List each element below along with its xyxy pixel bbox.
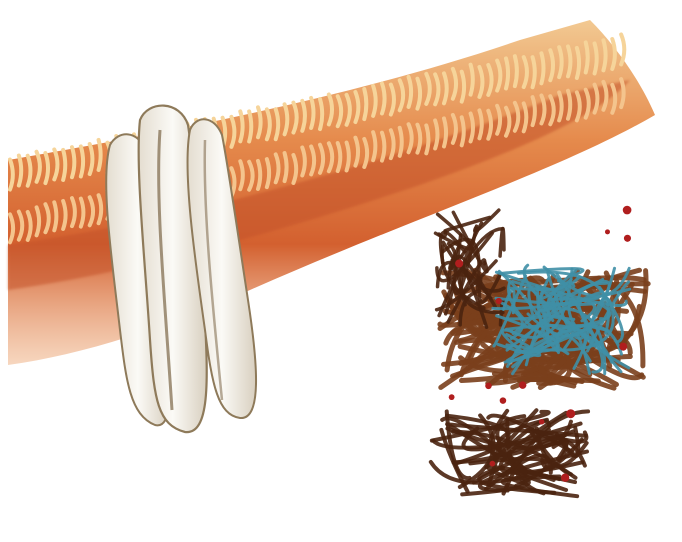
lipid-tail	[72, 147, 74, 177]
red-residue	[490, 461, 496, 467]
lipid-tail	[462, 117, 464, 145]
red-residue	[539, 419, 545, 425]
lipid-tail	[400, 128, 402, 156]
lipid-tail	[435, 120, 437, 148]
red-residue	[496, 298, 502, 304]
lipid-tail	[533, 57, 535, 87]
red-residue	[485, 383, 492, 390]
lipid-tail	[541, 53, 543, 83]
red-residue	[561, 474, 569, 482]
red-residue	[449, 394, 455, 400]
lipid-tail	[347, 142, 349, 170]
lipid-tail	[54, 202, 56, 230]
lipid-tail	[285, 153, 287, 181]
red-residue	[619, 343, 627, 351]
lipid-tail	[320, 99, 322, 129]
lipid-tail	[426, 125, 428, 153]
lipid-tail	[311, 98, 313, 128]
red-residue	[624, 235, 631, 242]
lipid-tail	[364, 89, 366, 119]
lipid-tail	[373, 132, 375, 160]
lipid-tail	[479, 110, 481, 138]
red-residue	[519, 381, 526, 388]
lipid-tail	[568, 91, 570, 119]
lipid-tail	[63, 150, 65, 180]
lipid-tail	[471, 65, 473, 95]
lipid-tail	[240, 111, 242, 141]
lipid-tail	[603, 40, 605, 70]
lipid-tail	[586, 42, 588, 72]
lipid-tail	[621, 34, 624, 64]
red-residue	[623, 206, 632, 215]
peripheral-protein	[431, 206, 648, 496]
lipid-tail	[249, 111, 251, 141]
lipid-tail	[81, 146, 83, 176]
lipid-tail	[595, 43, 597, 73]
red-residue	[566, 409, 575, 418]
lipid-tail	[506, 58, 508, 88]
lipid-tail	[515, 56, 517, 86]
lipid-tail	[99, 140, 101, 170]
red-residue	[605, 229, 610, 234]
red-residue	[500, 397, 506, 403]
red-residue	[455, 259, 463, 267]
lipid-tail	[258, 161, 260, 189]
lipid-tail	[444, 118, 446, 146]
brown-strand	[500, 229, 504, 257]
lipid-tail	[577, 48, 579, 78]
lipid-tail	[533, 97, 535, 125]
lipid-tail	[267, 159, 269, 187]
